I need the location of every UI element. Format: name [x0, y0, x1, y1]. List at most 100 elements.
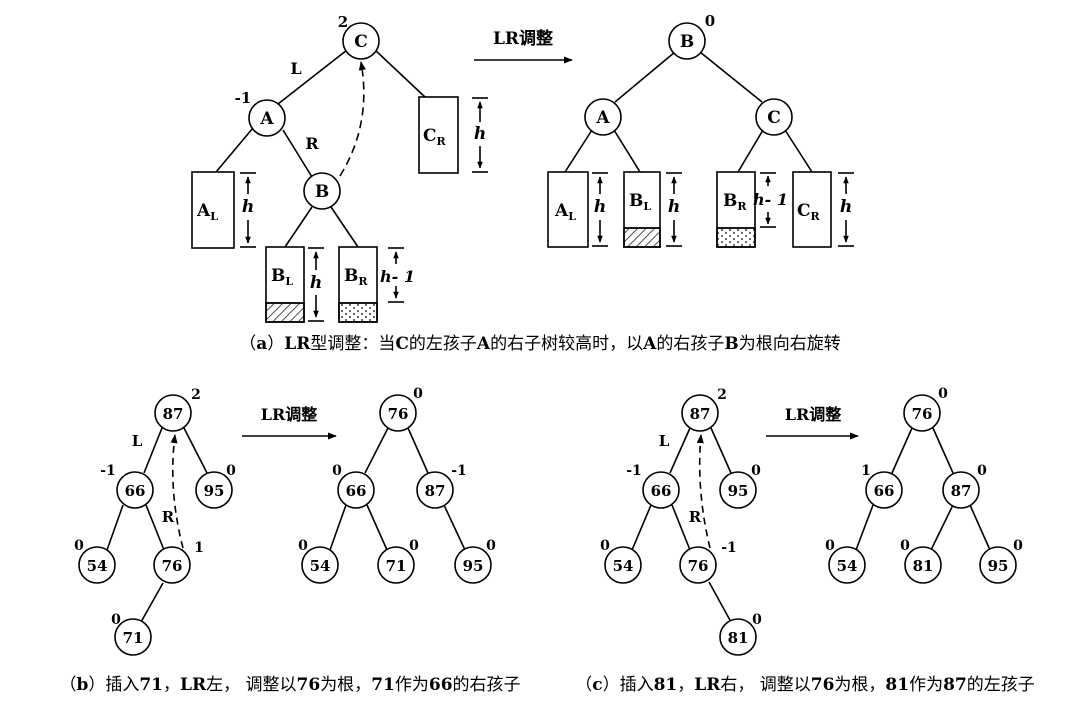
rotation-dashed-arrow — [696, 434, 711, 549]
rotation-dashed-arrow — [339, 61, 366, 177]
subtree-bl-label: BL — [629, 191, 651, 213]
node-95-bf: 0 — [751, 463, 761, 479]
subtree-al-label: AL — [196, 201, 218, 223]
edge-76-81 — [708, 581, 732, 623]
caption-c-close: ） — [603, 675, 620, 695]
node-87-bf: 2 — [717, 387, 727, 403]
node-87-label: 87 — [163, 405, 184, 423]
br-dotted-level — [716, 227, 756, 248]
caption-a-n1: C — [395, 334, 409, 354]
node-87 — [416, 471, 454, 509]
caption-c-s5: 作为 — [909, 675, 943, 695]
node-66 — [116, 471, 154, 509]
edge-76-87 — [407, 427, 429, 474]
panel-b-transform-arrow: LR调整 — [242, 405, 337, 440]
node-87-bf: 0 — [977, 463, 987, 479]
edge-66-76 — [671, 504, 691, 551]
node-95 — [454, 546, 492, 584]
node-95 — [719, 471, 757, 509]
caption-c-s2: ， — [677, 675, 694, 695]
caption-b-close: ） — [88, 675, 105, 695]
caption-c-s6: 的左孩子 — [967, 675, 1035, 695]
caption-b-pre: （ — [59, 675, 76, 695]
bl-hatched-level — [265, 302, 305, 323]
node-66 — [865, 471, 903, 509]
node-b-bf: 0 — [705, 12, 715, 30]
node-95-label: 95 — [204, 482, 225, 500]
subtree-br-label: BR — [723, 191, 747, 213]
edge-c-br — [737, 129, 764, 173]
subtree-al-label: AL — [554, 201, 576, 223]
node-54-label: 54 — [310, 557, 331, 575]
edge-a-bl — [613, 129, 641, 173]
caption-b: （b）插入71，LR左， 调整以76为根，71作为66的右孩子 — [59, 675, 520, 695]
node-87-bf: 2 — [191, 387, 201, 403]
node-81-label: 81 — [728, 629, 749, 647]
caption-a-tag: a — [256, 334, 267, 354]
caption-b-s3: 左， 调整以 — [206, 675, 296, 695]
caption-a-pre: （ — [239, 334, 256, 354]
caption-a-n2: A — [476, 334, 491, 354]
node-87 — [681, 394, 719, 432]
subtree-cr-sub: R — [437, 135, 447, 148]
bl-hatched-level — [623, 227, 661, 248]
node-81-label: 81 — [913, 557, 934, 575]
edge-87-81 — [930, 504, 954, 551]
node-54-label: 54 — [837, 557, 858, 575]
node-b-label: B — [315, 182, 329, 202]
caption-a-n3: A — [642, 334, 657, 354]
caption-a-s2: 的左孩子 — [409, 334, 477, 354]
node-71 — [114, 618, 152, 656]
edge-87-66 — [669, 427, 691, 474]
caption-b-s6: 的右孩子 — [453, 675, 521, 695]
node-a-label: A — [595, 108, 610, 128]
subtree-al-sub: L — [568, 210, 576, 223]
edge-66-54 — [329, 504, 347, 551]
node-c — [755, 98, 793, 136]
caption-c-v3: 76 — [811, 675, 835, 695]
node-81-bf: 0 — [900, 538, 910, 554]
subtree-bl-sub: L — [643, 200, 651, 213]
node-76 — [903, 394, 941, 432]
caption-b-v4: 71 — [371, 675, 395, 695]
caption-c-pre: （ — [575, 675, 592, 695]
edge-66-54 — [631, 504, 652, 551]
node-54-label: 54 — [613, 557, 634, 575]
edge-label-r: R — [162, 508, 175, 526]
caption-b-v1: 71 — [139, 675, 163, 695]
subtree-cr-label: CR — [797, 201, 821, 223]
cr-height-label: h — [840, 197, 852, 217]
edge-66-54 — [855, 504, 874, 551]
node-b — [668, 22, 706, 60]
node-66 — [337, 471, 375, 509]
node-54-bf: 0 — [600, 538, 610, 554]
edge-66-76 — [145, 504, 165, 551]
edge-76-66 — [364, 427, 389, 474]
panel-c-before-tree — [604, 394, 757, 656]
node-c-bf: 2 — [338, 13, 348, 31]
node-81-bf: 0 — [752, 612, 762, 628]
node-a — [584, 98, 622, 136]
edge-66-71 — [366, 504, 388, 551]
subtree-cr-label: CR — [423, 126, 447, 148]
caption-a-type: LR — [284, 334, 311, 354]
node-71-bf: 0 — [409, 538, 419, 554]
edge-label-l: L — [290, 59, 301, 78]
bl-height-label: h — [668, 197, 680, 217]
node-76-label: 76 — [388, 405, 409, 423]
node-81 — [904, 546, 942, 584]
node-71-label: 71 — [123, 629, 144, 647]
node-c — [342, 22, 380, 60]
br-height-label: h- 1 — [753, 190, 788, 209]
al-height-label: h — [242, 197, 254, 217]
panel-a-after-tree — [547, 22, 854, 248]
node-c-label: C — [354, 32, 368, 52]
node-76-label: 76 — [912, 405, 933, 423]
node-87-label: 87 — [690, 405, 711, 423]
edge-c-cr — [784, 129, 813, 173]
panel-b-before-tree — [78, 394, 233, 656]
caption-b-s4: 为根， — [320, 675, 371, 695]
node-87-label: 87 — [425, 482, 446, 500]
edge-label-r: R — [689, 508, 702, 526]
